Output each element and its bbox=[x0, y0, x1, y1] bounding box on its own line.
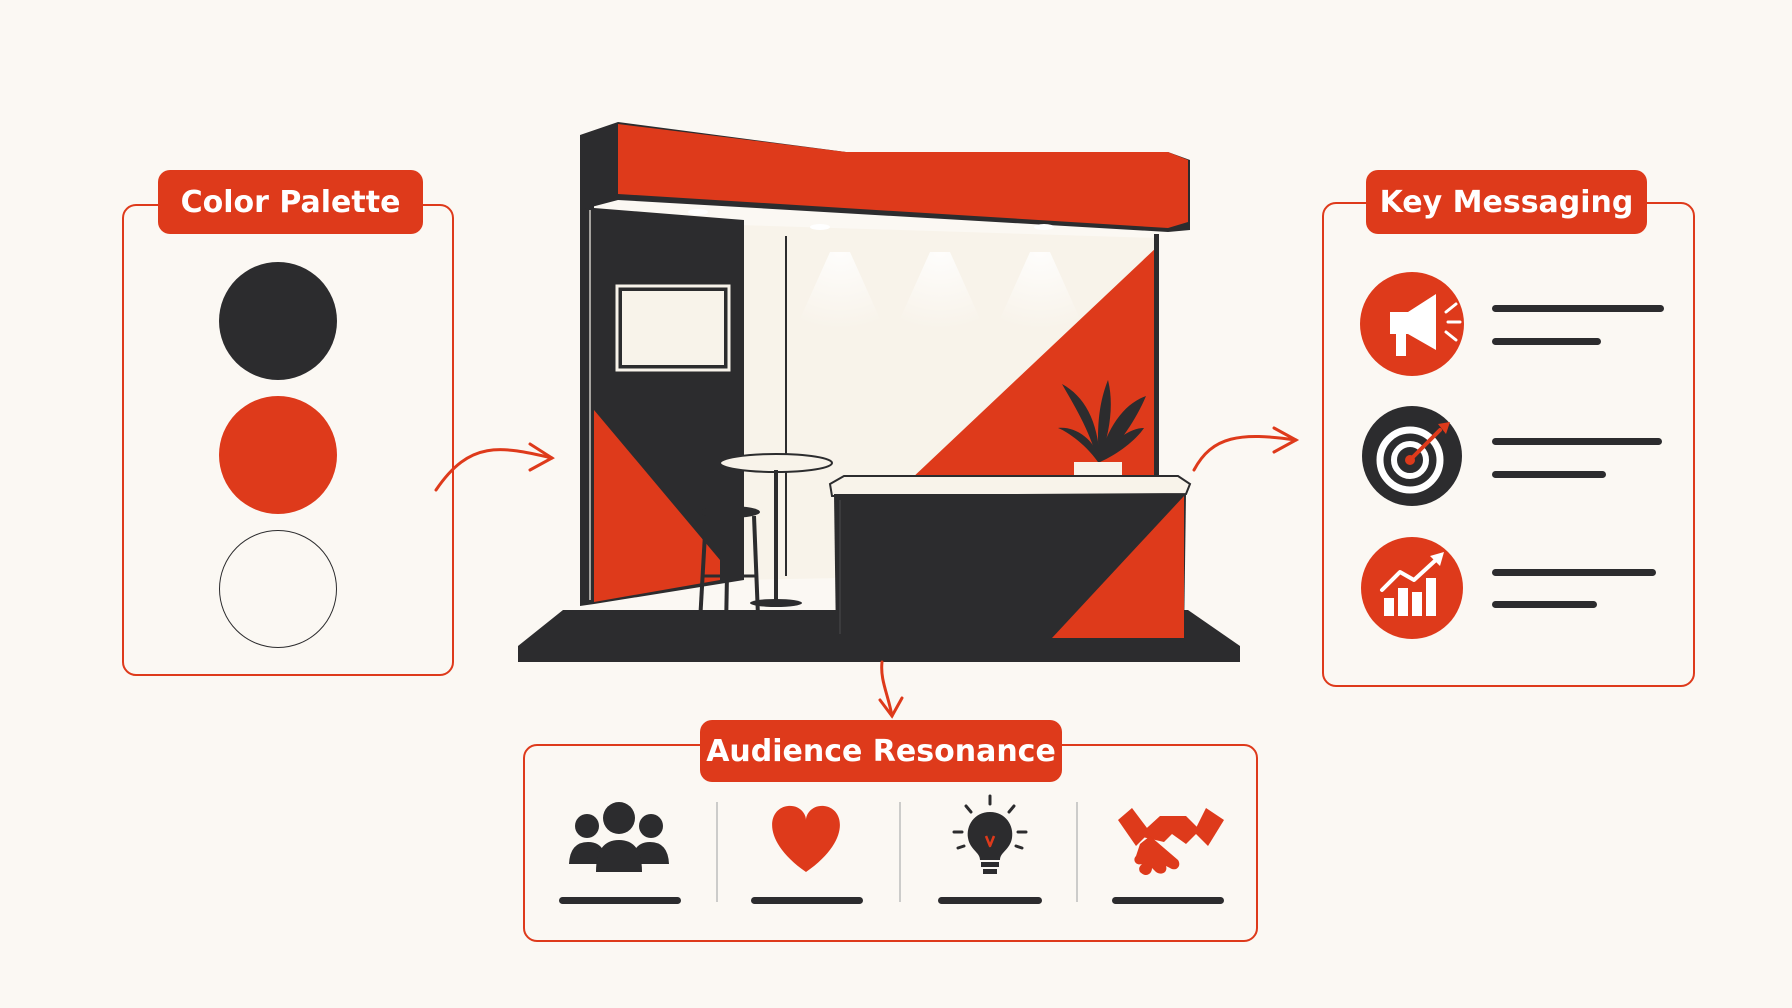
booth-reception-counter bbox=[828, 475, 1192, 640]
arrow-booth-to-messaging bbox=[1192, 426, 1300, 472]
messaging-line-3b bbox=[1492, 601, 1597, 608]
exhibition-booth-illustration bbox=[518, 122, 1240, 662]
messaging-line-2b bbox=[1492, 471, 1606, 478]
swatch-charcoal bbox=[219, 262, 337, 380]
audience-line-handshake bbox=[1112, 897, 1224, 904]
spotlight-beams bbox=[795, 252, 1085, 330]
messaging-line-3a bbox=[1492, 569, 1656, 576]
booth-left-wall-red-panel bbox=[594, 410, 720, 602]
arrow-booth-to-audience bbox=[878, 660, 904, 719]
key-messaging-title: Key Messaging bbox=[1366, 170, 1647, 234]
audience-resonance-title: Audience Resonance bbox=[700, 720, 1062, 782]
heart-icon bbox=[772, 805, 840, 872]
booth-bar-table bbox=[719, 453, 833, 607]
target-icon bbox=[1362, 406, 1462, 506]
audience-line-heart bbox=[751, 897, 863, 904]
messaging-line-1a bbox=[1492, 305, 1664, 312]
arrow-palette-to-booth bbox=[434, 442, 555, 492]
swatch-off-white bbox=[219, 530, 337, 648]
messaging-line-1b bbox=[1492, 338, 1601, 345]
booth-stool bbox=[698, 506, 760, 631]
audience-line-lightbulb bbox=[938, 897, 1042, 904]
lightbulb-icon bbox=[952, 794, 1028, 874]
growth-chart-icon bbox=[1361, 537, 1463, 639]
audience-line-people bbox=[559, 897, 681, 904]
people-icon bbox=[569, 802, 669, 872]
handshake-icon bbox=[1118, 808, 1224, 875]
megaphone-icon bbox=[1360, 272, 1464, 376]
color-palette-title: Color Palette bbox=[158, 170, 423, 234]
swatch-red-orange bbox=[219, 396, 337, 514]
messaging-line-2a bbox=[1492, 438, 1662, 445]
